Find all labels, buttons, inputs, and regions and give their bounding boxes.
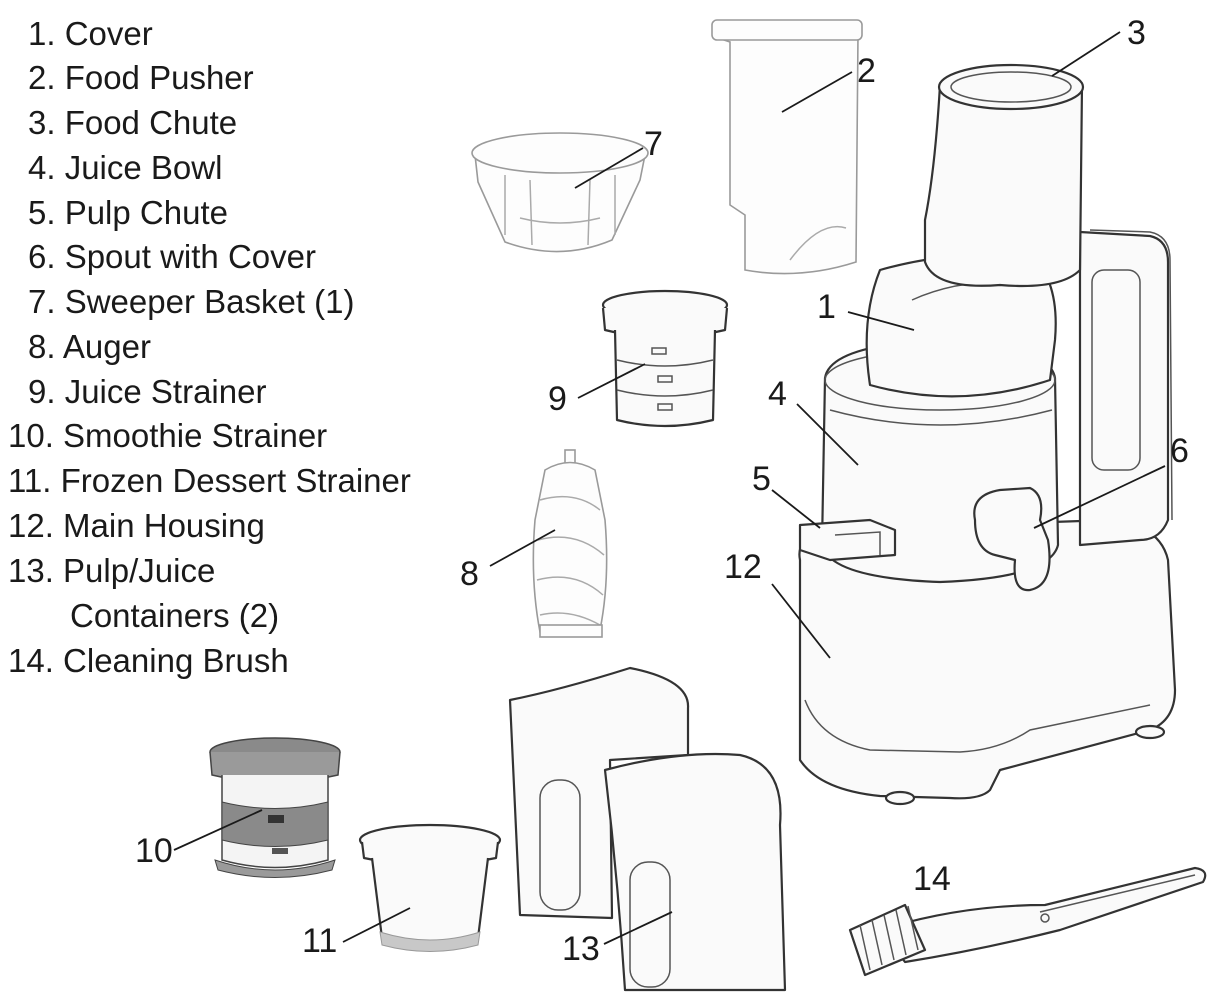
callout-1: 1 [817,288,836,326]
callout-3: 3 [1127,14,1146,52]
callout-4: 4 [768,375,787,413]
callout-9: 9 [548,380,567,418]
callout-14: 14 [913,860,951,898]
legend-pulp-chute: 5. Pulp Chute [28,194,228,231]
legend-juice-strainer: 9. Juice Strainer [28,373,267,410]
callout-8: 8 [460,555,479,593]
smoothie-strainer [209,737,341,878]
callout-6: 6 [1170,432,1189,470]
legend-spout: 6. Spout with Cover [28,238,316,275]
auger [532,449,608,638]
callout-12: 12 [724,548,762,586]
food-chute [923,63,1085,288]
legend-sweeper-basket: 7. Sweeper Basket (1) [28,283,355,320]
food-pusher [711,19,863,275]
pulp-chute [798,518,897,562]
parts-list: 1. Cover 2. Food Pusher 3. Food Chute 4.… [0,0,480,700]
spout-with-cover [973,486,1051,592]
legend-smoothie-strainer: 10. Smoothie Strainer [8,417,328,454]
leader-lines [173,31,1166,945]
callout-11: 11 [302,922,337,960]
legend-food-pusher: 2. Food Pusher [28,59,254,96]
sweeper-basket [471,132,649,253]
frozen-dessert-strainer [358,823,502,952]
legend-juice-bowl: 4. Juice Bowl [28,149,223,186]
legend-containers-cont: Containers (2) [70,597,280,634]
legend-frozen-dessert-strainer: 11. Frozen Dessert Strainer [8,462,411,499]
legend-cover: 1. Cover [28,15,153,52]
cleaning-brush [848,866,1207,977]
legend-cleaning-brush: 14. Cleaning Brush [8,642,289,679]
callout-5: 5 [752,460,771,498]
legend-containers: 13. Pulp/Juice [8,552,216,589]
legend-food-chute: 3. Food Chute [28,104,238,141]
pulp-juice-containers [508,666,787,992]
callout-13: 13 [562,930,600,968]
callout-7: 7 [644,125,663,163]
callout-2: 2 [857,52,876,90]
legend-auger: 8. Auger [28,328,151,365]
legend-main-housing: 12. Main Housing [8,507,265,544]
juice-strainer [601,289,729,428]
callout-10: 10 [135,832,173,870]
